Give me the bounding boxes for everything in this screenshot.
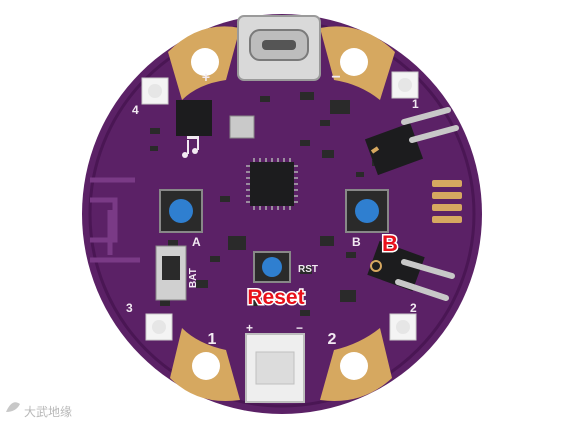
button-a: A (159, 189, 203, 249)
led-4-label: 4 (132, 103, 139, 117)
crystal (229, 115, 255, 139)
led-1-label: 1 (412, 97, 419, 111)
button-a-label: A (192, 235, 201, 249)
mcu-chip (246, 158, 298, 210)
pad-plus-label: + (202, 69, 210, 85)
buzzer (176, 100, 212, 136)
sew-pad-minus: − (320, 26, 395, 100)
jst-plus-label: + (246, 321, 253, 335)
slide-switch: BAT (155, 245, 199, 301)
sew-pad-1: 1 (170, 328, 240, 402)
jst-connector: + − (245, 321, 305, 403)
pin-header-top (364, 107, 459, 176)
rgb-led-1: 1 (391, 71, 419, 111)
music-note-icon (182, 136, 199, 158)
button-b: B (345, 189, 389, 249)
sew-pad-2: 2 (320, 328, 392, 402)
rst-label: RST (298, 264, 318, 275)
rgb-led-2: 2 (389, 301, 417, 341)
bat-label: BAT (188, 268, 199, 288)
edge-connector-gold-fingers (432, 180, 462, 223)
pad-minus-label: − (331, 69, 340, 86)
sew-pad-plus: + (168, 26, 240, 100)
rgb-led-4: 4 (132, 77, 169, 117)
watermark: 大武地缘 (6, 402, 72, 419)
callout-b-label: B (382, 231, 398, 256)
led-3-label: 3 (126, 301, 133, 315)
reset-button: RST (253, 251, 318, 283)
pad-2-label: 2 (328, 331, 337, 348)
watermark-text: 大武地缘 (24, 405, 72, 419)
pin-header-bottom (367, 240, 455, 301)
callout-reset-label: Reset (247, 286, 304, 309)
wifi-antenna-trace (90, 177, 140, 263)
jst-minus-label: − (296, 321, 303, 335)
button-b-label: B (352, 235, 361, 249)
rgb-led-3: 3 (126, 301, 173, 341)
usb-c-connector (237, 15, 321, 81)
led-2-label: 2 (410, 301, 417, 315)
pad-1-label: 1 (208, 331, 217, 348)
